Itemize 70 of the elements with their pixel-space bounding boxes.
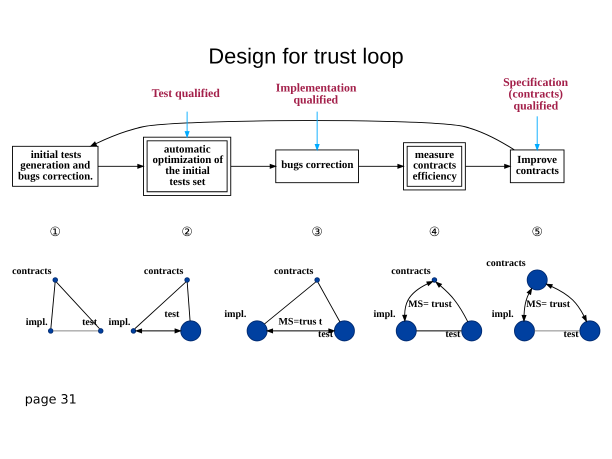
node-label: contracts xyxy=(144,266,184,277)
diagram-title: Design for trust loop xyxy=(208,44,404,69)
edge-label: MS=trus t xyxy=(278,316,322,328)
label: page 31 xyxy=(24,392,77,408)
node-box: measure contracts efficiency xyxy=(403,142,466,190)
node-circle xyxy=(514,320,535,342)
node-circle xyxy=(461,320,482,342)
label: ② xyxy=(181,225,193,240)
arrow xyxy=(134,328,182,334)
label: ③ xyxy=(311,225,323,240)
connector xyxy=(134,282,186,330)
label: ④ xyxy=(428,225,440,240)
arrow xyxy=(184,111,190,138)
node-circle xyxy=(396,320,417,342)
node-circle xyxy=(130,328,136,334)
node-label: impl. xyxy=(26,316,48,328)
arrow xyxy=(465,164,512,169)
connector xyxy=(186,282,191,322)
connector xyxy=(56,282,100,330)
node-label: test xyxy=(445,329,460,340)
label: ① xyxy=(50,225,61,240)
node-label: test xyxy=(318,329,334,340)
node-circle xyxy=(52,277,58,283)
node-label: impl. xyxy=(108,316,130,328)
node-label: test xyxy=(164,309,180,320)
node-circle xyxy=(246,320,268,342)
node-circle xyxy=(314,277,320,283)
arrow xyxy=(521,287,532,322)
node-box: automatic optimization of the initial tests set xyxy=(143,136,232,196)
node-label: contracts xyxy=(486,258,526,270)
node-label: impl. xyxy=(492,309,514,320)
connector xyxy=(52,330,99,332)
arrow xyxy=(230,164,278,169)
node-text: Implementation qualified xyxy=(276,80,356,106)
node-circle xyxy=(184,277,190,283)
node-circle xyxy=(48,328,54,334)
node-label: contracts xyxy=(391,266,431,277)
arrow xyxy=(402,281,434,322)
connector xyxy=(50,282,56,329)
arrow xyxy=(98,164,145,169)
node-label: contracts xyxy=(274,266,314,277)
node-circle xyxy=(334,320,355,342)
arrow xyxy=(534,116,540,152)
node-label: contracts xyxy=(12,266,52,277)
arrow xyxy=(90,120,515,150)
node-circle xyxy=(579,320,600,342)
node-circle xyxy=(432,277,438,283)
arrow xyxy=(545,284,588,322)
node-label: impl. xyxy=(224,309,246,320)
connector xyxy=(264,282,316,324)
node-box: Improve contracts xyxy=(510,149,564,184)
connector xyxy=(534,330,580,332)
arrow xyxy=(266,328,336,334)
arrow xyxy=(434,281,468,322)
label: ⑤ xyxy=(531,225,543,240)
node-circle xyxy=(98,328,104,334)
edge-label: MS= trust xyxy=(408,299,452,310)
connector xyxy=(318,282,340,322)
arrow xyxy=(314,111,320,152)
node-text: Test qualified xyxy=(152,86,220,100)
node-text: Specification (contracts) qualified xyxy=(503,74,568,112)
node-box: bugs correction xyxy=(275,149,359,184)
connector xyxy=(416,330,462,332)
node-box: initial tests generation and bugs correction. xyxy=(12,146,98,187)
arrow xyxy=(358,164,405,169)
node-label: impl. xyxy=(374,309,396,320)
node-circle xyxy=(526,270,548,290)
node-label: test xyxy=(564,329,579,340)
edge-label: MS= trust xyxy=(526,299,570,310)
node-circle xyxy=(180,320,202,342)
